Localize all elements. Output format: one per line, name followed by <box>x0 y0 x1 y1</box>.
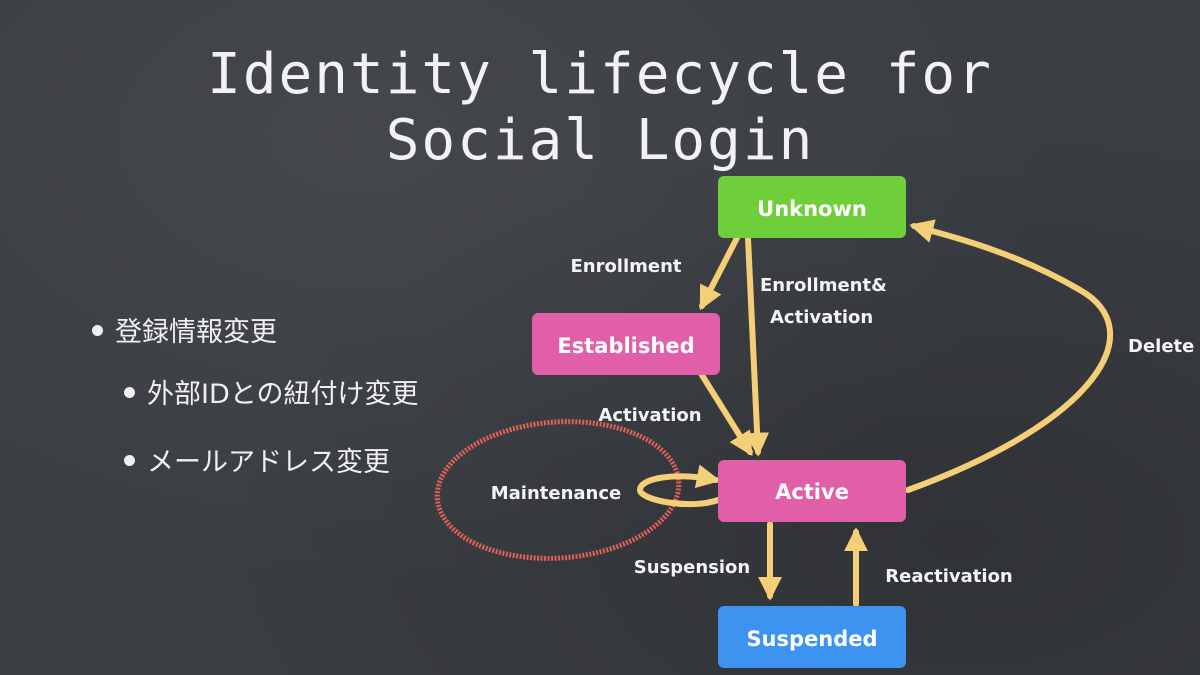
bullet-subitem: メールアドレス変更 <box>124 440 390 479</box>
bullet-item: 登録情報変更 <box>92 310 277 349</box>
label-activation: Activation <box>598 405 701 426</box>
state-unknown-label: Unknown <box>757 197 867 221</box>
bullet-subitem: 外部IDとの紐付け変更 <box>124 372 418 411</box>
state-active: Active <box>718 460 906 522</box>
arrow-delete <box>905 219 1114 493</box>
arrow-maintenance-loop <box>636 464 721 508</box>
bullet-text: メールアドレス変更 <box>147 447 390 478</box>
title-line-2: Social Login <box>385 108 815 173</box>
label-maintenance: Maintenance <box>491 483 622 504</box>
state-active-label: Active <box>775 480 849 504</box>
arrow-activation <box>697 369 753 457</box>
label-enrollment-activation-line1: Enrollment& <box>760 275 887 296</box>
state-unknown-box <box>718 176 906 238</box>
arrow-enrollment <box>699 233 741 311</box>
state-established-label: Established <box>557 334 694 358</box>
bullet-dot-icon <box>124 387 135 398</box>
state-unknown: Unknown <box>718 176 906 238</box>
state-established-box <box>532 313 720 375</box>
state-active-box <box>718 460 906 522</box>
state-suspended-label: Suspended <box>746 627 877 651</box>
label-enrollment: Enrollment <box>570 256 681 277</box>
title-line-1: Identity lifecycle for <box>207 42 993 107</box>
bullet-dot-icon <box>92 325 103 336</box>
bullet-text: 外部IDとの紐付け変更 <box>147 379 419 410</box>
slide-title: Identity lifecycle for Social Login <box>0 42 1200 174</box>
label-enrollment-activation-line2: Activation <box>770 307 873 328</box>
state-suspended-box <box>718 606 906 668</box>
label-delete: Delete <box>1128 336 1194 357</box>
state-suspended: Suspended <box>718 606 906 668</box>
maintenance-highlight-circle <box>434 419 682 561</box>
arrow-enrollment-activation <box>745 235 770 457</box>
label-suspension: Suspension <box>634 557 750 578</box>
bullet-dot-icon <box>124 455 135 466</box>
label-reactivation: Reactivation <box>885 566 1013 587</box>
bullet-text: 登録情報変更 <box>115 317 277 348</box>
state-established: Established <box>532 313 720 375</box>
